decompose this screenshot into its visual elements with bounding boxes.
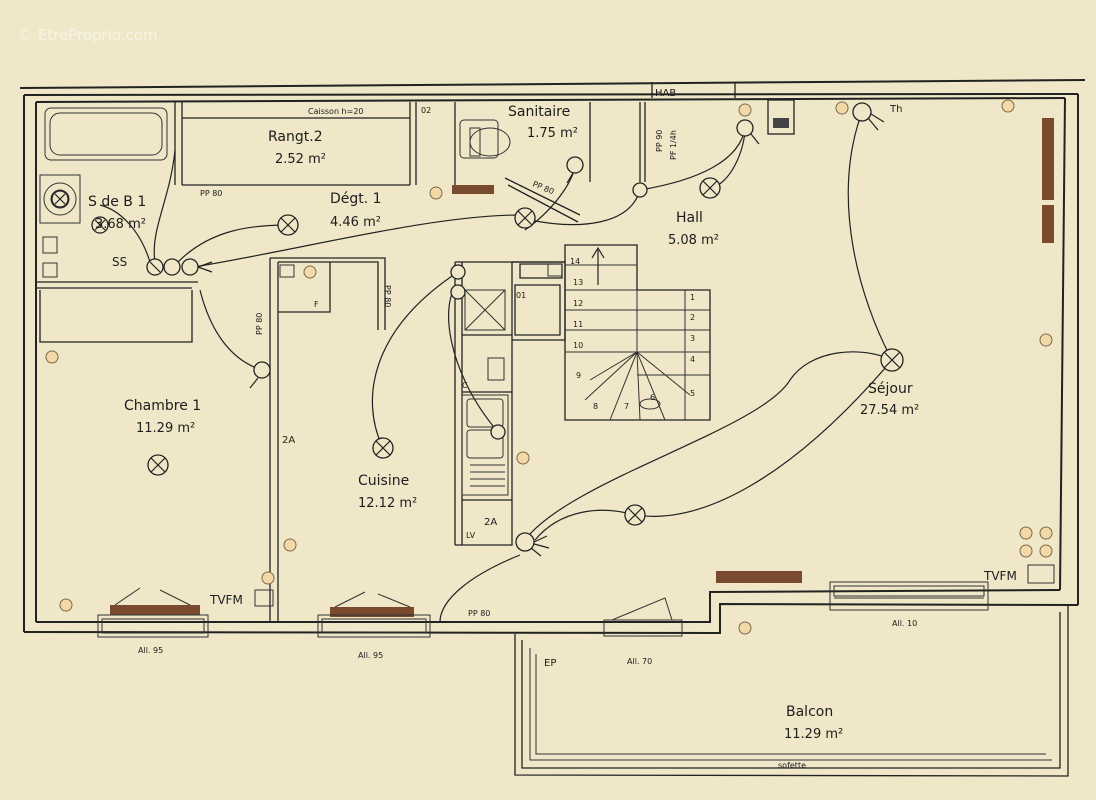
ep-label: EP [544,658,556,669]
sejour-area: 27.54 m² [860,403,919,418]
degt-area: 4.46 m² [330,215,381,230]
chambre-name: Chambre 1 [124,398,201,414]
windows [97,581,989,638]
stair-step-12: 12 [573,299,583,308]
wall-switches [146,102,885,557]
light-points [51,177,904,526]
pp80-label-d: PP 80 [383,285,392,307]
stair-step-4: 4 [690,355,695,364]
watermark: © EtreProprio.com [18,26,158,44]
pp80-label-b: PP 80 [531,180,555,197]
socket-2a-a: 2A [282,435,295,446]
pp80-label-a: PP 80 [200,189,222,198]
outer-walls [19,79,1086,635]
cuisine-area: 12.12 m² [358,496,417,511]
sanitaire-area: 1.75 m² [527,126,578,141]
sdb-name: S de B 1 [88,194,146,210]
c-label: C [462,381,468,390]
stair-step-6: 6 [650,393,655,402]
pp80-label-c: PP 80 [255,313,264,335]
ss-label: SS [112,255,127,269]
stair-step-14: 14 [570,257,580,266]
degt-name: Dégt. 1 [330,191,382,207]
all70-label: All. 70 [627,657,652,666]
sanitaire-name: Sanitaire [508,104,570,120]
pp90-label: PP 90 [655,130,664,152]
stair-step-9: 9 [576,371,581,380]
pp80-label-e: PP 80 [468,609,490,618]
cooktop [464,289,506,331]
stair-step-7: 7 [624,402,629,411]
sdb-area: 3.68 m² [95,217,146,232]
washbasin [39,174,81,224]
electrical-wiring [99,111,893,623]
pf-label: PF 1/4h [669,130,678,160]
chambre-area: 11.29 m² [136,421,195,436]
balcon-small-label: sofette [778,761,806,770]
balcon-outline [514,605,1069,777]
all95-label-a: All. 95 [138,646,163,655]
tvfm-left-label: TVFM [209,593,243,607]
stair-step-10: 10 [573,341,583,350]
bathtub [44,107,168,161]
rangt-name: Rangt.2 [268,129,323,145]
label-01: 01 [516,291,526,300]
toilet [459,119,511,159]
stair-step-8: 8 [593,402,598,411]
all10-label: All. 10 [892,619,917,628]
radiators [110,99,1054,617]
tvfm-right-label: TVFM [983,569,1017,583]
lv-label: LV [466,531,476,540]
stair-step-1: 1 [690,293,695,302]
stair-step-3: 3 [690,334,695,343]
hall-name: Hall [676,210,703,226]
all95-label-b: All. 95 [358,651,383,660]
f-label: F [314,300,319,309]
socket-markers [42,99,1055,635]
stair-step-11: 11 [573,320,583,329]
label-02: 02 [421,106,431,115]
kitchen-sink [461,394,509,496]
stair-step-5: 5 [690,389,695,398]
balcon-area: 11.29 m² [784,727,843,742]
sejour-name: Séjour [868,381,913,397]
cuisine-name: Cuisine [358,473,409,489]
hab-label: HAB [655,88,676,99]
caisson-label: Caisson h=20 [308,107,364,116]
rangt-area: 2.52 m² [275,152,326,167]
balcon-name: Balcon [786,704,833,720]
interior-walls [36,82,736,622]
stair-step-2: 2 [690,313,695,322]
stair-step-13: 13 [573,278,583,287]
staircase [564,244,711,421]
socket-2a-b: 2A [484,517,497,528]
th-label: Th [889,104,902,115]
hall-area: 5.08 m² [668,233,719,248]
